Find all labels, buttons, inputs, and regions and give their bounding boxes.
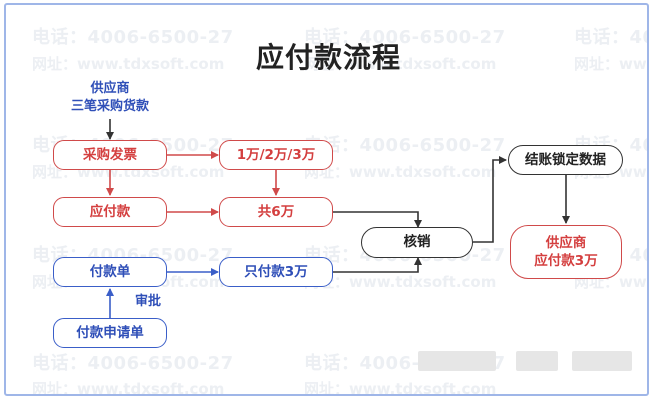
purchase-invoice-label: 采购发票 xyxy=(83,146,137,163)
payment-order-label: 付款单 xyxy=(89,263,131,280)
arrow-writeoff-to-lock xyxy=(473,156,507,243)
arrow-paidonly-to-writeoff xyxy=(333,257,422,273)
result-label-line1: 供应商 xyxy=(545,234,587,251)
result-label-line2: 应付款3万 xyxy=(534,253,598,269)
supplier-label-line2: 三笔采购货款 xyxy=(70,98,149,114)
lock-data-label: 结账锁定数据 xyxy=(525,151,606,168)
payment-request-node: 付款申请单 xyxy=(53,318,167,348)
write-off-label: 核销 xyxy=(403,234,431,251)
total-label: 共6万 xyxy=(257,203,295,220)
write-off-node: 核销 xyxy=(361,227,473,258)
payable-node: 应付款 xyxy=(53,197,167,227)
flow-arrows xyxy=(106,119,570,318)
payment-request-label: 付款申请单 xyxy=(76,324,144,341)
blurred-watermark xyxy=(516,351,558,371)
payable-label: 应付款 xyxy=(89,203,131,220)
blurred-watermark xyxy=(572,351,632,371)
total-node: 共6万 xyxy=(219,197,333,227)
blurred-watermark xyxy=(418,351,496,371)
supplier-label: 供应商 三笔采购货款 xyxy=(60,80,160,115)
supplier-label-line1: 供应商 xyxy=(90,81,130,96)
purchase-invoice-node: 采购发票 xyxy=(53,140,167,170)
page-title: 应付款流程 xyxy=(255,41,401,74)
approval-label: 审批 xyxy=(135,294,162,309)
payment-order-node: 付款单 xyxy=(53,257,167,287)
amounts-label: 1万/2万/3万 xyxy=(236,146,316,163)
paid-only-label: 只付款3万 xyxy=(244,263,308,280)
lock-data-node: 结账锁定数据 xyxy=(508,145,623,175)
paid-only-node: 只付款3万 xyxy=(219,257,333,287)
arrow-total-to-writeoff xyxy=(333,211,422,228)
diagram-frame: 电话：4006-6500-27 网址：www.tdxsoft.com 电话：40… xyxy=(4,3,649,396)
amounts-node: 1万/2万/3万 xyxy=(219,140,333,170)
result-node: 供应商 应付款3万 xyxy=(510,225,622,279)
